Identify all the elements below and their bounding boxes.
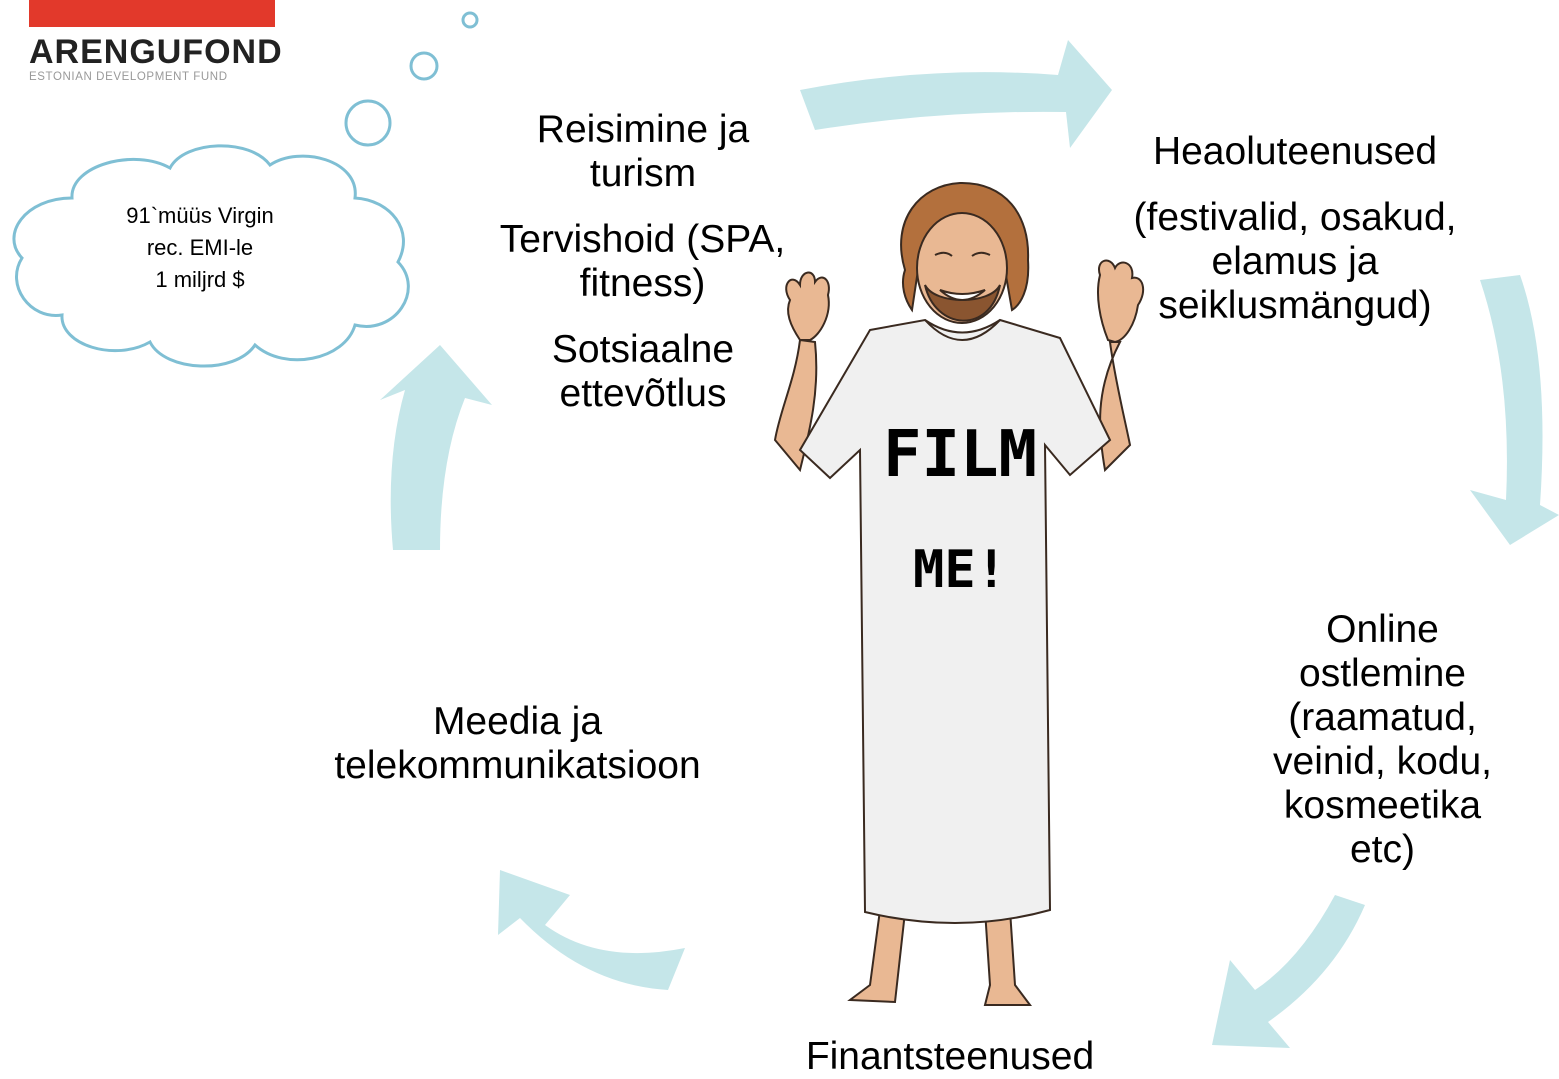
label-line: elamus ja — [1211, 240, 1379, 283]
arrow-bottom-right — [1212, 895, 1365, 1048]
label-social-enterprise: Sotsiaalne ettevõtlus — [493, 328, 793, 416]
logo-subtitle: ESTONIAN DEVELOPMENT FUND — [29, 71, 228, 83]
logo-name: ARENGUFOND — [29, 33, 283, 71]
thought-line: rec. EMI-le — [146, 235, 254, 260]
arrow-left — [380, 345, 492, 550]
thought-bubble-large — [344, 99, 392, 147]
label-line: Tervishoid (SPA, — [499, 218, 786, 261]
cycle-arrows — [380, 40, 1559, 1048]
thought-bubble-text: 91`müüs Virgin rec. EMI-le 1 miljrd $ — [80, 200, 320, 296]
shirt-text-line-1: FILM — [882, 418, 1038, 492]
thought-bubble-small — [461, 11, 479, 29]
label-line: seiklusmängud) — [1158, 284, 1432, 327]
label-online-shopping: Online ostlemine (raamatud, veinid, kodu… — [1235, 608, 1530, 872]
thought-line: 91`müüs Virgin — [126, 203, 274, 228]
label-line: Online — [1326, 608, 1439, 651]
label-line: ostlemine — [1299, 652, 1466, 695]
cartoon-man-icon — [773, 181, 1145, 1006]
label-line: Sotsiaalne — [551, 328, 735, 371]
label-travel: Reisimine ja turism — [493, 108, 793, 196]
label-line: telekommunikatsioon — [334, 744, 701, 787]
label-media-telecom: Meedia ja telekommunikatsioon — [300, 700, 735, 788]
label-healthcare: Tervishoid (SPA, fitness) — [470, 218, 815, 306]
label-line: veinid, kodu, — [1273, 740, 1492, 783]
label-line: turism — [589, 152, 697, 195]
label-line: kosmeetika — [1283, 784, 1482, 827]
arrow-right — [1470, 275, 1559, 545]
shirt-text-line-2: ME! — [913, 540, 1007, 600]
thought-line: 1 miljrd $ — [155, 267, 245, 292]
label-line: Meedia ja — [432, 700, 603, 743]
label-line: ettevõtlus — [559, 372, 727, 415]
label-line: fitness) — [579, 262, 706, 305]
label-wellness-detail: (festivalid, osakud, elamus ja seiklusmä… — [1100, 196, 1490, 328]
logo-bar — [29, 0, 275, 27]
thought-bubble-medium — [409, 51, 439, 81]
label-wellness-title: Heaoluteenused — [1152, 130, 1438, 173]
thought-cloud — [12, 144, 410, 368]
arrow-top — [800, 40, 1112, 148]
label-line: (raamatud, — [1288, 696, 1477, 739]
label-financial-services: Finantsteenused — [805, 1035, 1095, 1078]
label-line: (festivalid, osakud, — [1133, 196, 1457, 239]
label-line: etc) — [1349, 828, 1415, 871]
label-line: Reisimine ja — [536, 108, 750, 151]
arrow-bottom-left — [498, 870, 685, 990]
